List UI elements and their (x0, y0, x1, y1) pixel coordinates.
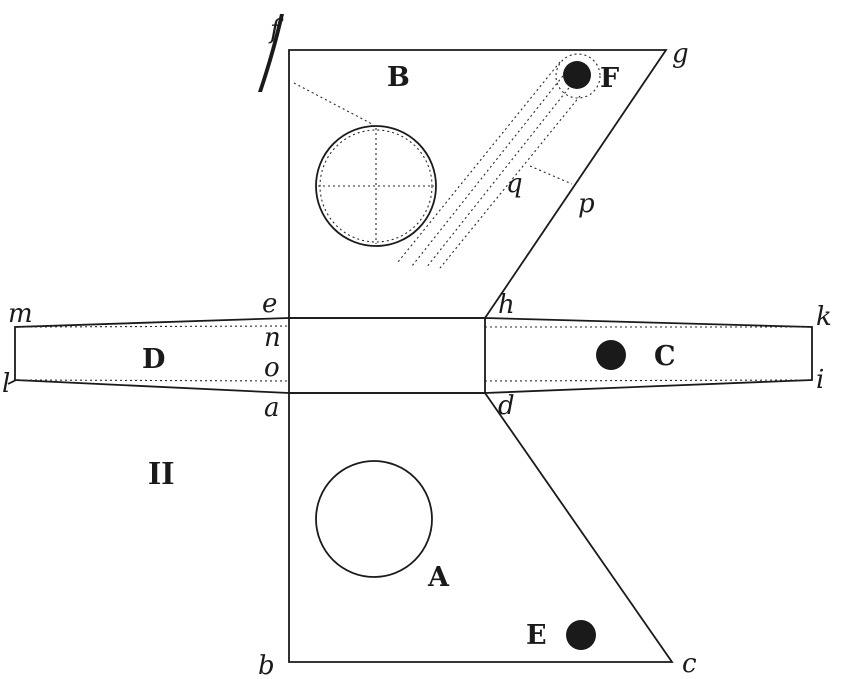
upper-circle-dotted (319, 129, 433, 243)
label-k: k (816, 302, 832, 332)
dotted-line-f (293, 82, 373, 125)
label-g: g (672, 39, 689, 69)
label-q: q (506, 169, 523, 199)
hole-f-ring (555, 53, 601, 99)
label-piece-f: F (600, 63, 619, 94)
dotted-line-qp (529, 165, 573, 185)
right-arm-outline (484, 317, 813, 394)
dotted-ray-3 (425, 83, 573, 269)
label-i: i (816, 365, 824, 395)
label-piece-e: E (526, 620, 547, 651)
label-piece-b: B (387, 62, 410, 93)
label-a: a (264, 393, 280, 423)
f-stroke (258, 14, 284, 92)
label-e: e (262, 289, 277, 319)
hole-c (596, 340, 626, 370)
label-l: l (2, 369, 10, 399)
dotted-ray-4 (439, 95, 581, 269)
hole-e (566, 620, 596, 650)
figure-number: II (148, 455, 174, 492)
center-square (288, 317, 486, 394)
left-arm-dotted-bottom (19, 379, 290, 382)
label-h: h (498, 290, 515, 320)
right-arm-dotted-bottom (484, 379, 809, 382)
label-d: d (498, 391, 515, 421)
lower-panel-outline (288, 392, 674, 663)
left-arm-tick (7, 379, 17, 385)
label-piece-c: C (654, 341, 676, 372)
label-b: b (258, 651, 275, 679)
label-piece-d: D (142, 344, 165, 375)
label-o: o (264, 353, 280, 383)
label-m: m (8, 299, 33, 329)
label-c: c (682, 649, 697, 679)
upper-circle (315, 125, 437, 247)
hole-f (563, 61, 591, 89)
label-p: p (578, 189, 595, 219)
label-n: n (264, 323, 281, 353)
left-arm-outline (14, 317, 290, 394)
dotted-ray-1 (397, 61, 561, 263)
lower-circle (315, 460, 433, 578)
dotted-ray-2 (411, 71, 567, 267)
label-piece-a: A (427, 562, 450, 593)
